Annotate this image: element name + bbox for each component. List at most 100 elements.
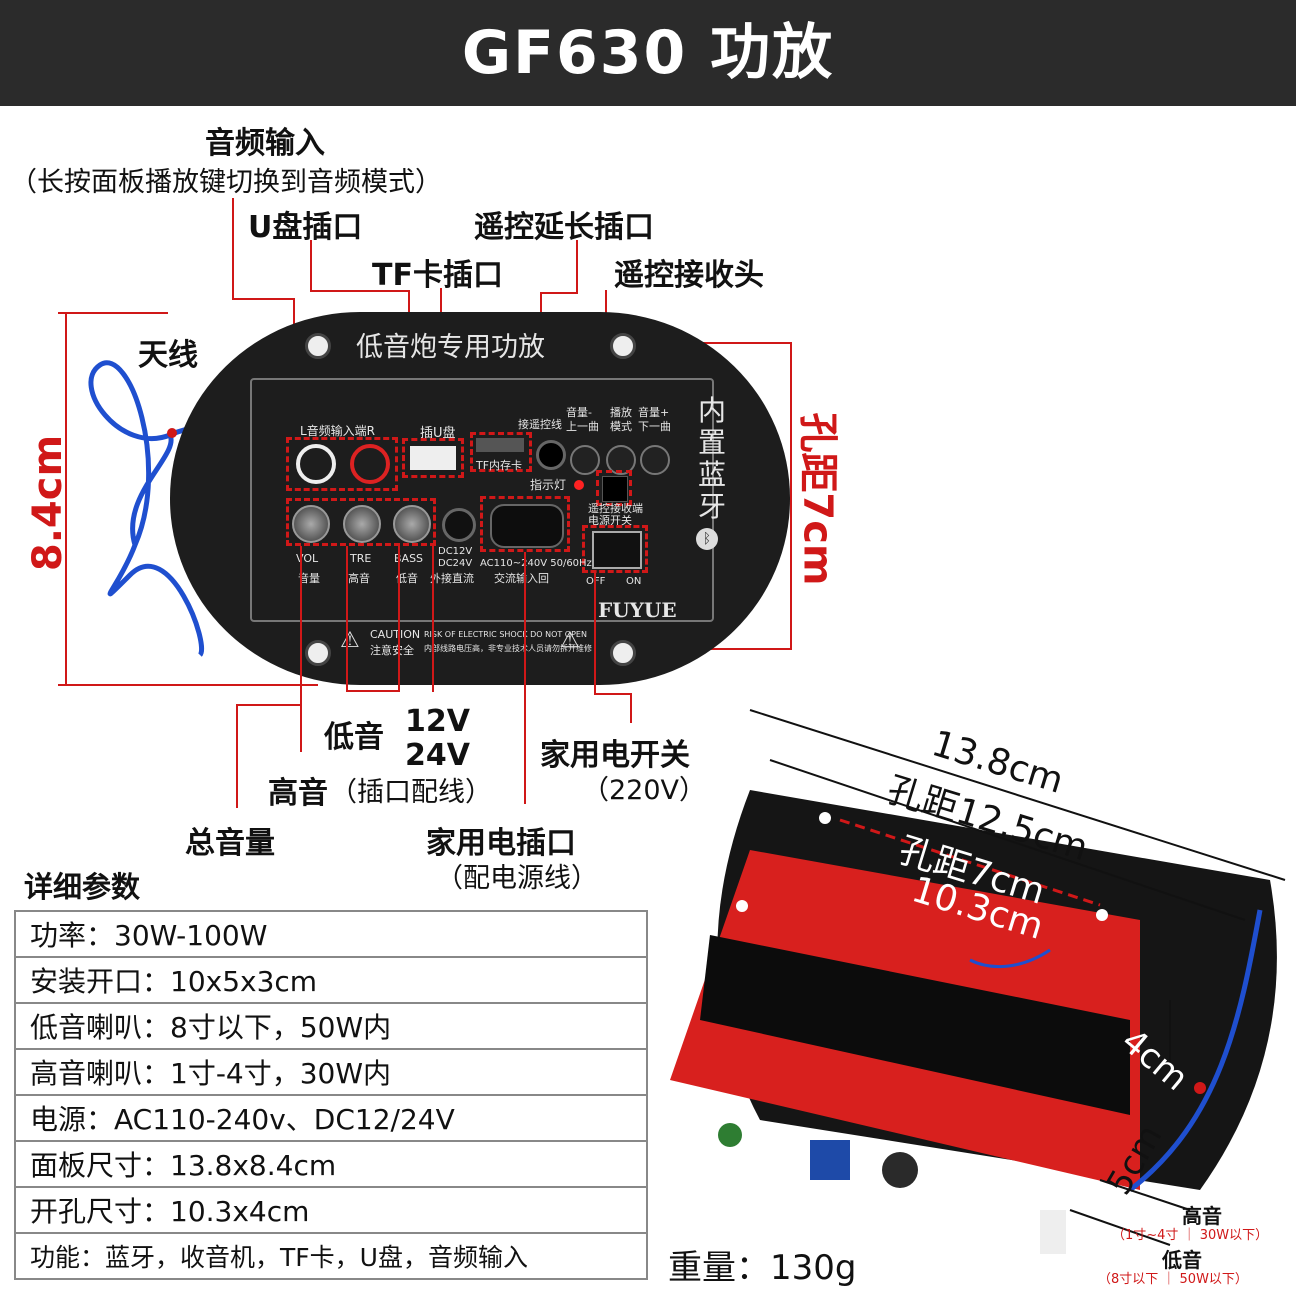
- leader-line: [346, 690, 400, 692]
- leader-line: [232, 198, 234, 298]
- power-switch-label: 电源开关: [588, 514, 632, 527]
- callout-audio-input-note: （长按面板播放键切换到音频模式）: [10, 167, 442, 198]
- rca-left-jack[interactable]: [296, 444, 336, 484]
- audio-input-highlight: [286, 437, 398, 491]
- bluetooth-icon: ᛒ: [696, 528, 718, 550]
- leader-line: [594, 693, 630, 695]
- board-dim-lines: [749, 709, 1286, 1246]
- usb-label: 插U盘: [420, 426, 456, 441]
- brand-name: FUYUE: [598, 598, 677, 622]
- knob-bass-label: BASS: [394, 552, 424, 565]
- rca-right-jack[interactable]: [350, 444, 390, 484]
- table-row: 高音喇叭：1寸-4寸，30W内: [14, 1048, 648, 1096]
- knob-tre-label: TRE: [350, 552, 372, 565]
- callout-bass: 低音: [324, 720, 384, 755]
- callout-dc-12v: 12V: [405, 704, 470, 739]
- leader-line: [540, 292, 578, 294]
- spec-woofer: 低音喇叭：8寸以下，50W内: [14, 1002, 648, 1050]
- spec-supply: 电源：AC110-240v、DC12/24V: [14, 1094, 648, 1142]
- next-button[interactable]: [640, 445, 670, 475]
- remote-label: 接遥控线: [518, 418, 562, 431]
- callout-usb-port: U盘插口: [248, 210, 363, 245]
- board-woofer-label: 低音: [1162, 1248, 1202, 1272]
- callout-antenna: 天线: [138, 338, 198, 373]
- prev-label: 上一曲: [566, 420, 599, 433]
- knob-tre-cn: 高音: [348, 572, 370, 585]
- dim-line-height: [65, 312, 67, 684]
- table-row: 安装开口：10x5x3cm: [14, 956, 648, 1004]
- panel-faceplate: [250, 378, 714, 622]
- power-switch[interactable]: [592, 531, 642, 569]
- bass-knob[interactable]: [393, 505, 431, 543]
- callout-tf-port: TF卡插口: [372, 258, 503, 293]
- tf-label: TF内存卡: [476, 459, 523, 472]
- treble-knob[interactable]: [343, 505, 381, 543]
- usb-highlight: [402, 438, 464, 478]
- leader-line: [432, 546, 434, 692]
- audio-in-label: L音频输入端R: [300, 424, 376, 438]
- leader-line: [310, 290, 410, 292]
- knob-highlight: [286, 498, 436, 546]
- tf-slot[interactable]: [476, 438, 524, 452]
- callout-dc-24v: 24V: [405, 738, 470, 773]
- leader-line: [236, 704, 302, 706]
- table-row: 开孔尺寸：10.3x4cm: [14, 1186, 648, 1234]
- receiver-highlight: [596, 470, 632, 506]
- title-bar: GF630 功放: [0, 0, 1296, 106]
- warning-label: RISK OF ELECTRIC SHOCK DO NOT OPEN: [424, 630, 587, 639]
- vol-up-label: 音量+: [638, 406, 670, 419]
- callout-ac-socket: 家用电插口: [426, 826, 576, 861]
- mount-hole: [610, 640, 636, 666]
- remote-receiver-switch-label: 遥控接收端: [588, 502, 643, 515]
- ac-cn: 交流输入回: [494, 572, 549, 585]
- specs-heading: 详细参数: [24, 870, 141, 904]
- table-row: 低音喇叭：8寸以下，50W内: [14, 1002, 648, 1050]
- usb-port[interactable]: [410, 446, 456, 470]
- dim-line-hole-pitch: [790, 342, 792, 648]
- callout-plug-wiring: （插口配线）: [330, 777, 492, 808]
- warning-icon: ⚠: [560, 628, 580, 653]
- mount-hole: [610, 333, 636, 359]
- leader-line: [398, 546, 400, 690]
- prev-button[interactable]: [570, 445, 600, 475]
- callout-remote-ext: 遥控延长插口: [474, 210, 654, 245]
- remote-ext-jack[interactable]: [536, 440, 566, 470]
- panel-heading: 低音炮专用功放: [356, 332, 545, 363]
- caution-label: CAUTION: [370, 628, 421, 641]
- table-row: 功能：蓝牙，收音机，TF卡，U盘，音频输入: [14, 1232, 648, 1280]
- leader-line: [300, 546, 302, 752]
- next-label: 下一曲: [638, 420, 671, 433]
- spec-panel-size: 面板尺寸：13.8x8.4cm: [14, 1140, 648, 1188]
- builtin-bluetooth-label: 内置蓝牙: [698, 394, 727, 523]
- specs-table: 功率：30W-100W 安装开口：10x5x3cm 低音喇叭：8寸以下，50W内…: [14, 910, 648, 1280]
- ac-socket[interactable]: [490, 504, 564, 548]
- callout-ac-switch-note: （220V）: [582, 775, 707, 806]
- caution-cn: 注意安全: [370, 644, 414, 657]
- leader-line: [236, 704, 238, 808]
- spec-functions: 功能：蓝牙，收音机，TF卡，U盘，音频输入: [14, 1232, 648, 1280]
- warning-cn: 内部线路电压高，非专业技术人员请勿拆开维修: [424, 644, 592, 653]
- mount-hole: [305, 333, 331, 359]
- tf-highlight: [470, 432, 532, 472]
- play-label: 播放: [610, 406, 632, 419]
- ac-label: AC110~240V 50/60Hz: [480, 558, 592, 569]
- antenna-wire: [88, 360, 341, 657]
- spec-power: 功率：30W-100W: [14, 910, 648, 958]
- dc-label-1: DC12V: [438, 546, 473, 557]
- page-title: GF630 功放: [461, 18, 835, 88]
- knob-vol-cn: 音量: [298, 572, 320, 585]
- dim-hole-pitch-vertical: 孔距7cm: [794, 412, 841, 586]
- board-tweeter-note: （1寸~4寸 ｜ 30W以下）: [1112, 1228, 1269, 1243]
- warning-icon: ⚠: [340, 628, 360, 653]
- dim-tick: [58, 684, 318, 686]
- dc-cn: 外接直流: [430, 572, 474, 585]
- leader-line: [630, 693, 632, 723]
- dc-input-jack[interactable]: [442, 508, 476, 542]
- volume-knob[interactable]: [292, 505, 330, 543]
- table-row: 功率：30W-100W: [14, 910, 648, 958]
- leader-line: [232, 298, 294, 300]
- board-woofer-note: （8寸以下 ｜ 50W以下）: [1098, 1272, 1248, 1287]
- knob-bass-cn: 低音: [396, 572, 418, 585]
- callout-audio-input: 音频输入: [205, 126, 325, 161]
- leader-line: [576, 240, 578, 292]
